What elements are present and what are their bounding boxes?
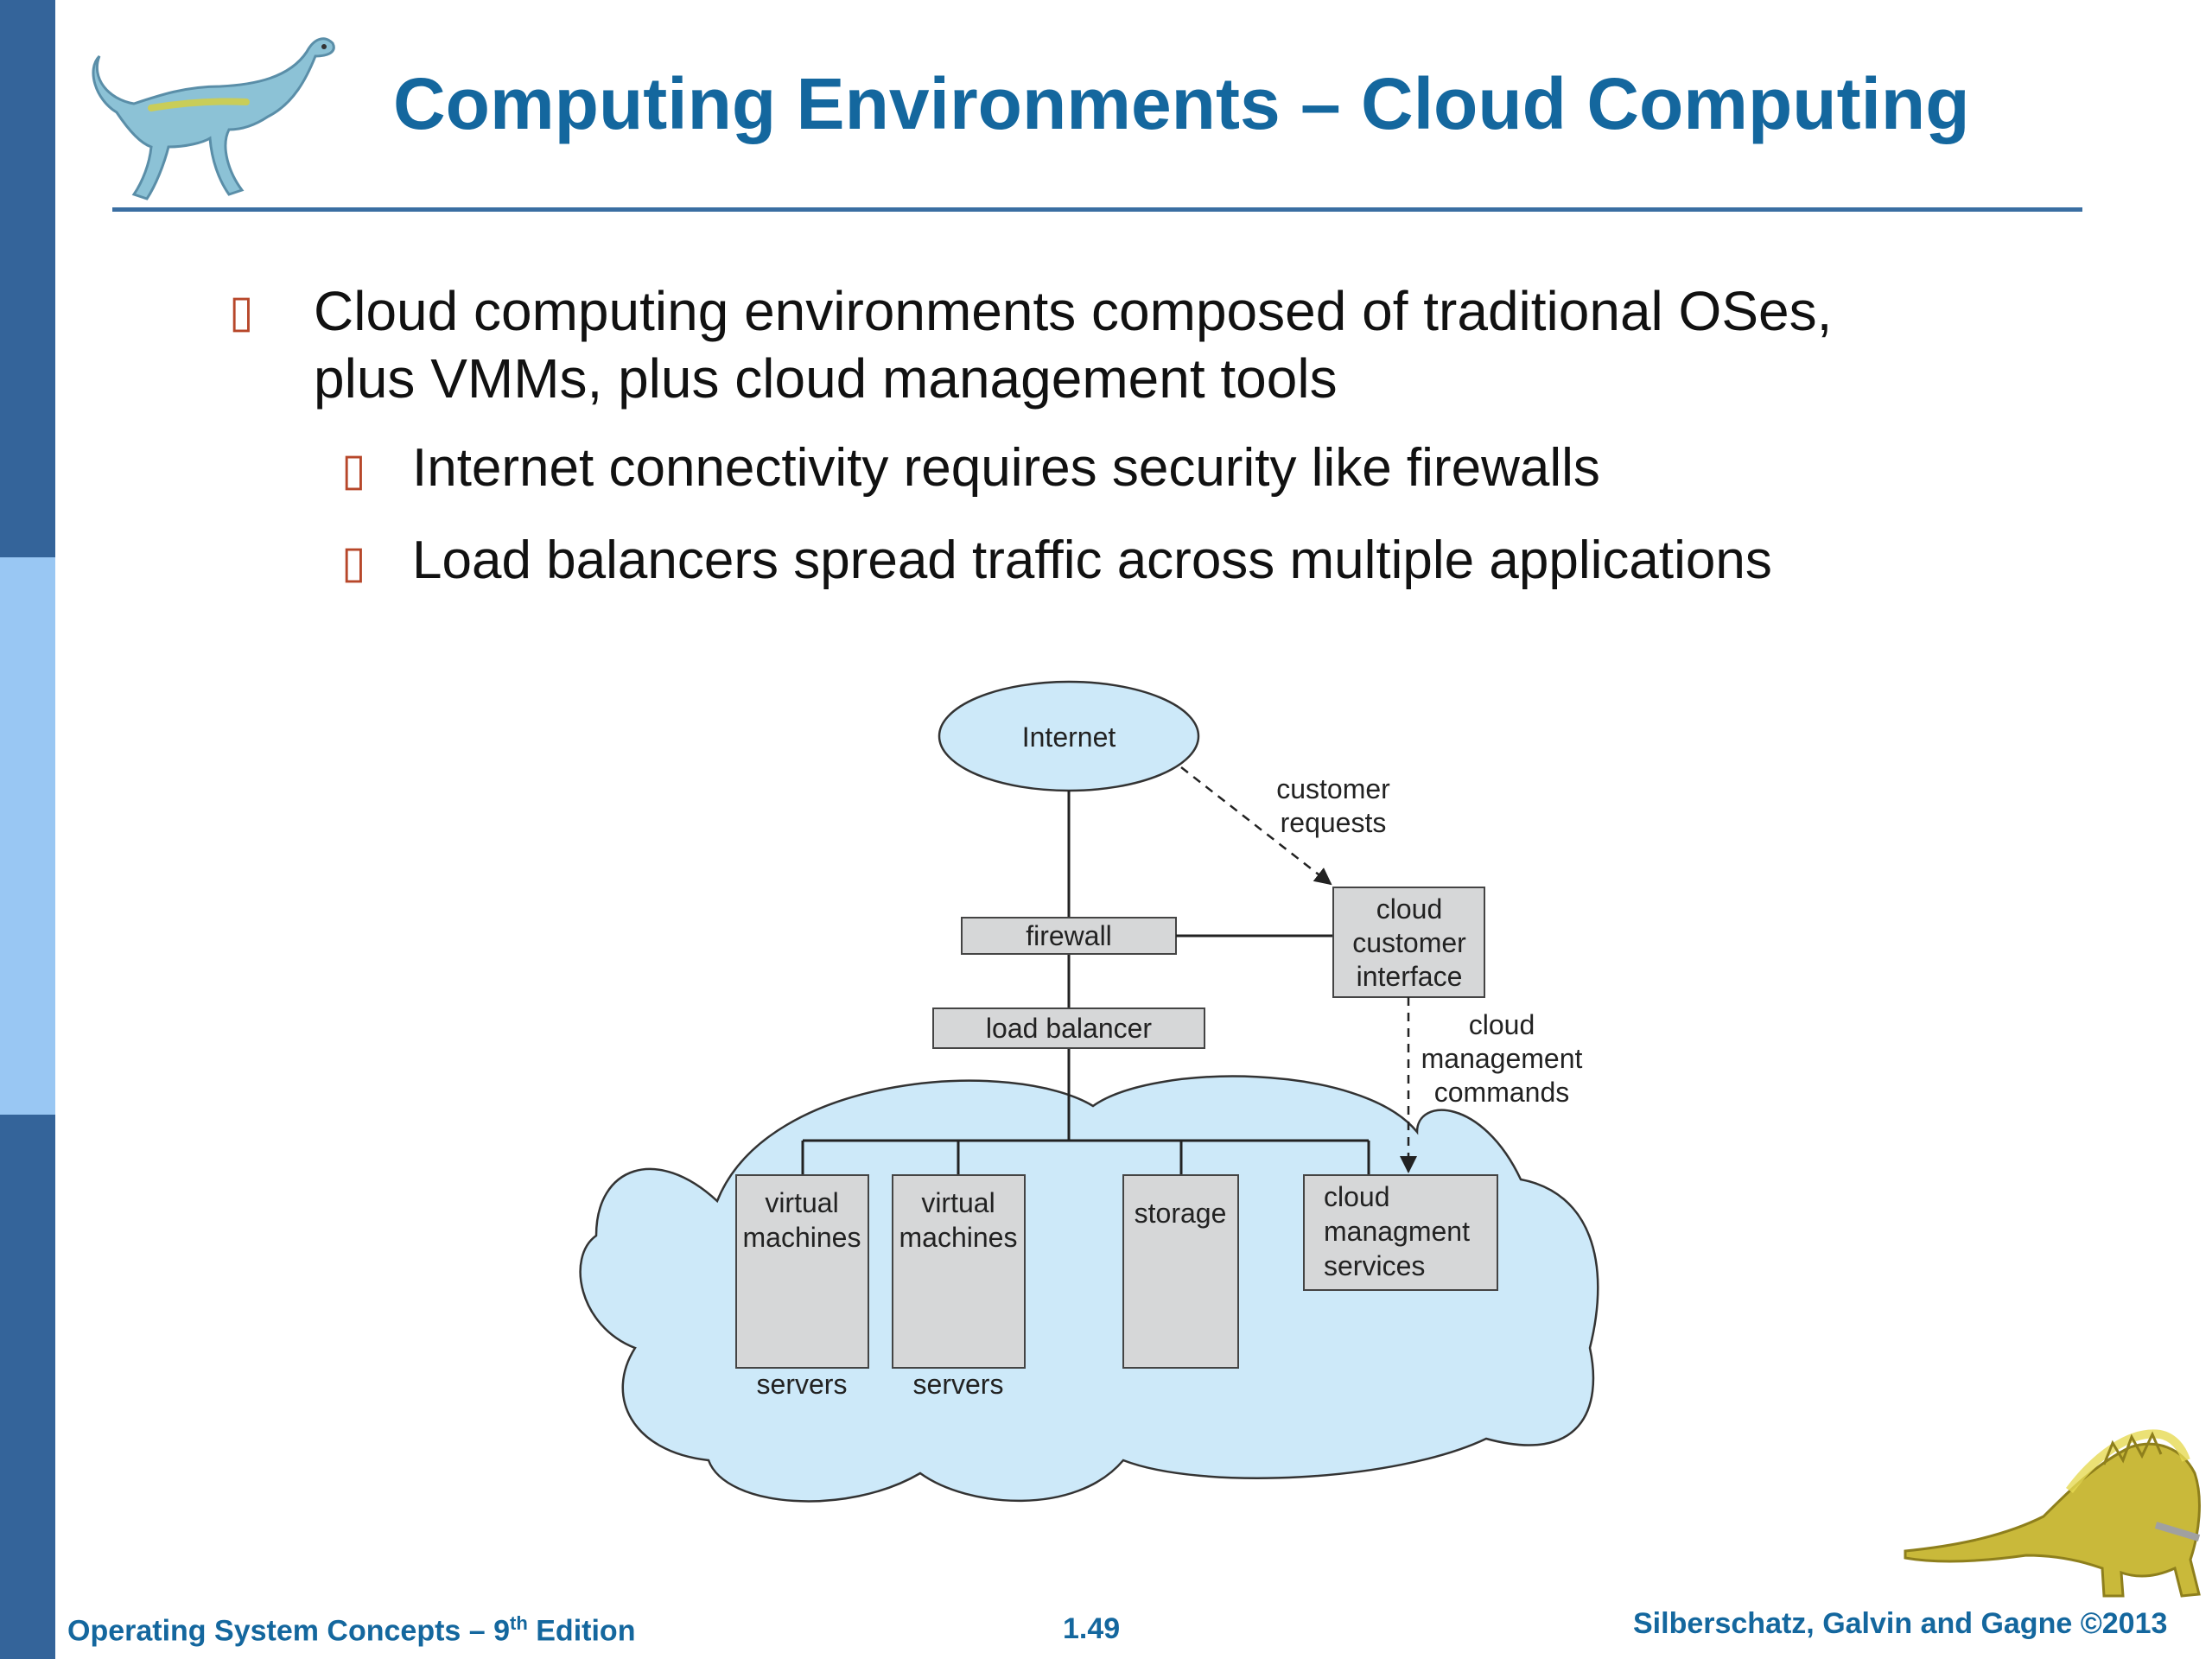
firewall-box xyxy=(961,917,1177,955)
bullet-marker: ▯ xyxy=(229,287,254,337)
vm1-label-2: machines xyxy=(743,1222,861,1253)
customer-requests-label-1: customer xyxy=(1276,773,1390,804)
virtual-machines-box-2 xyxy=(892,1174,1026,1369)
customer-requests-arrow xyxy=(1180,766,1332,886)
servers-label-2: servers xyxy=(913,1369,1004,1400)
sidebar-top-segment xyxy=(0,0,55,557)
cloud-management-services-box xyxy=(1303,1174,1498,1291)
vm2-label-1: virtual xyxy=(921,1187,995,1218)
load-balancer-label: load balancer xyxy=(986,1013,1152,1044)
dinosaur-logo-bottom xyxy=(1904,1429,2201,1598)
storage-label: storage xyxy=(1135,1198,1227,1229)
firewall-label: firewall xyxy=(1026,920,1112,951)
vm2-label-2: machines xyxy=(899,1222,1018,1253)
bullet-marker: ▯ xyxy=(341,445,366,495)
sub-bullet-load-balancers: Load balancers spread traffic across mul… xyxy=(412,531,1772,590)
storage-box xyxy=(1122,1174,1239,1369)
interface-label-2: customer xyxy=(1352,927,1466,958)
sidebar-bottom-segment xyxy=(0,1115,55,1659)
commands-label-3: commands xyxy=(1434,1077,1570,1108)
commands-label-1: cloud xyxy=(1469,1009,1535,1040)
footer-left-suffix: Edition xyxy=(527,1614,636,1648)
virtual-machines-box-1 xyxy=(735,1174,869,1369)
services-label-3: services xyxy=(1324,1250,1425,1281)
bullet-1-line-2: plus VMMs, plus cloud management tools xyxy=(314,347,1338,410)
footer-edition-sup: th xyxy=(510,1612,528,1634)
footer-course-title: Operating System Concepts – 9th Edition xyxy=(67,1612,636,1648)
footer-left-prefix: Operating System Concepts – 9 xyxy=(67,1614,511,1648)
services-label-2: managment xyxy=(1324,1216,1470,1247)
interface-label-1: cloud xyxy=(1376,893,1443,925)
services-label-1: cloud xyxy=(1324,1181,1390,1212)
title-divider xyxy=(112,207,2082,212)
load-balancer-box xyxy=(932,1007,1205,1049)
cloud-customer-interface-box xyxy=(1332,887,1485,998)
sidebar-middle-segment xyxy=(0,557,55,1115)
servers-label-1: servers xyxy=(757,1369,848,1400)
interface-label-3: interface xyxy=(1357,961,1463,992)
bullet-marker: ▯ xyxy=(341,537,366,588)
left-sidebar xyxy=(0,0,55,1659)
footer-copyright: Silberschatz, Galvin and Gagne ©2013 xyxy=(1633,1607,2168,1640)
sub-bullet-firewalls: Internet connectivity requires security … xyxy=(412,438,1600,498)
commands-label-2: management xyxy=(1421,1043,1583,1074)
dinosaur-logo-top xyxy=(92,37,335,200)
footer-page-number: 1.49 xyxy=(1063,1612,1121,1645)
bullet-1-line-1: Cloud computing environments composed of… xyxy=(314,280,1833,342)
internet-label: Internet xyxy=(1022,721,1116,753)
slide-title: Computing Environments – Cloud Computing xyxy=(393,63,1970,144)
customer-requests-label-2: requests xyxy=(1281,807,1387,838)
vm1-label-1: virtual xyxy=(765,1187,838,1218)
